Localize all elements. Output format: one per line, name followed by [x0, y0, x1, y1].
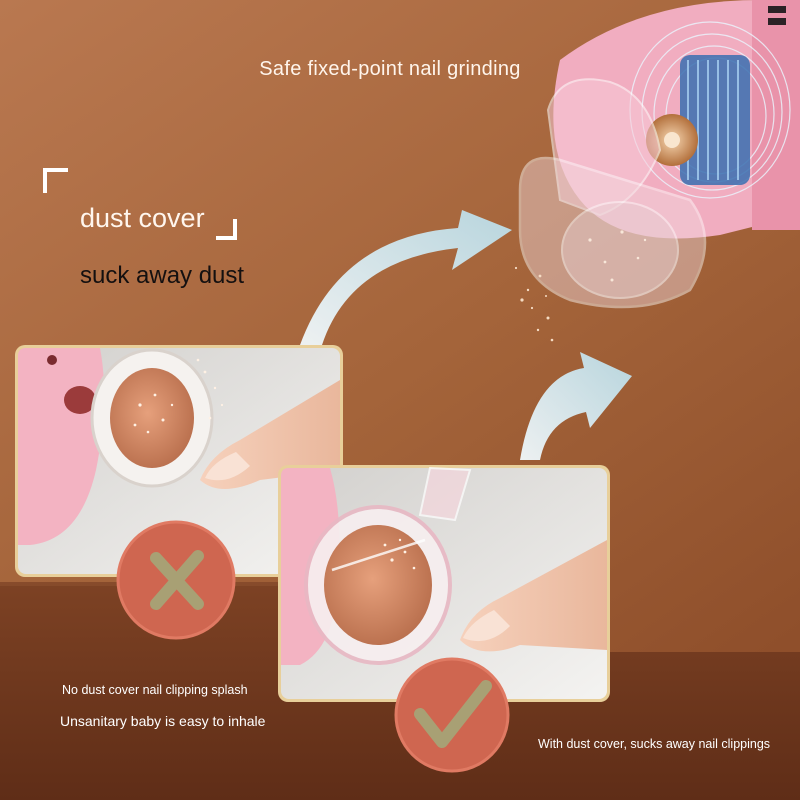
photo-with-cover [278, 465, 610, 702]
cross-badge [116, 520, 236, 640]
headline: Safe fixed-point nail grinding [259, 58, 521, 80]
dust-particles [514, 266, 554, 342]
caption-without-cover-line1: No dust cover nail clipping splash [62, 683, 248, 697]
checkmark-icon [414, 680, 492, 748]
feature-title: dust cover [80, 203, 205, 233]
feature-subtitle: suck away dust [80, 262, 245, 289]
nail-grinder-device [518, 0, 800, 309]
check-badge [394, 657, 510, 773]
caption-with-cover: With dust cover, sucks away nail clippin… [538, 737, 771, 751]
suction-arrow-up [520, 352, 632, 460]
cross-icon [150, 550, 204, 610]
suction-arrow-curved [300, 210, 512, 345]
photo-without-cover [15, 345, 343, 577]
caption-without-cover-line2: Unsanitary baby is easy to inhale [60, 713, 266, 729]
title-corner-brackets [43, 168, 237, 240]
